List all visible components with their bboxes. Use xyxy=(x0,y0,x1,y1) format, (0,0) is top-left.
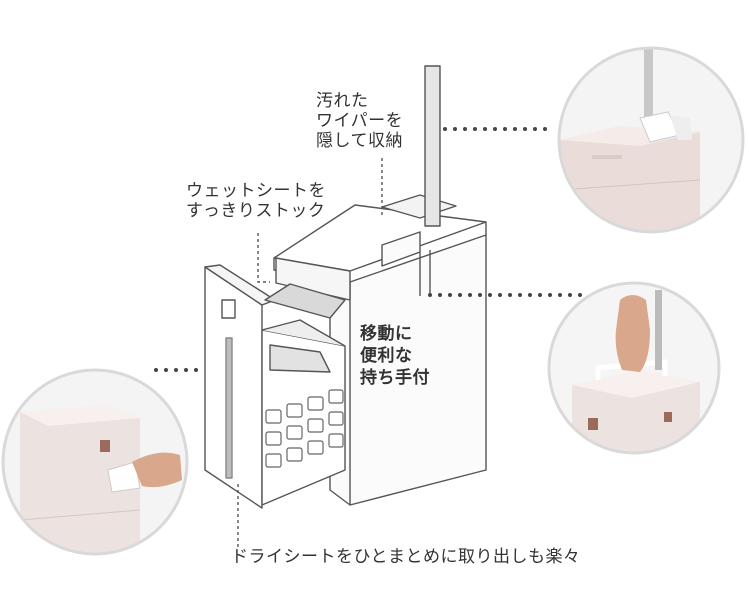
photo-carry-handle xyxy=(547,281,721,455)
callout-line: 汚れた xyxy=(316,91,369,111)
callout-line: ウェットシートを xyxy=(186,181,326,201)
dotted-connectors xyxy=(154,127,582,372)
connector-top-right xyxy=(443,127,547,131)
callout-line: ワイパーを xyxy=(316,111,404,131)
callout-wiper-storage: 汚れた ワイパーを 隠して収納 xyxy=(316,91,403,151)
callout-line: すっきりストック xyxy=(186,201,326,221)
callout-carry-handle: 移動に 便利な 持ち手付 xyxy=(360,323,430,389)
photo-wet-sheet-dispensing xyxy=(1,368,189,556)
callout-line: 移動に xyxy=(360,324,413,344)
callout-line: 持ち手付 xyxy=(360,368,430,388)
callout-line: 隠して収納 xyxy=(316,131,403,151)
callout-wet-sheet: ウェットシートを すっきりストック xyxy=(186,181,326,221)
callout-line: 便利な xyxy=(360,346,413,366)
photo-wiper-storage xyxy=(557,46,745,234)
callout-dry-sheet: ドライシートをひとまとめに取り出しも楽々 xyxy=(231,547,581,567)
connector-right xyxy=(428,293,582,297)
connector-left xyxy=(154,368,198,372)
main-product-drawing xyxy=(204,65,487,509)
leader-lines xyxy=(237,158,383,547)
